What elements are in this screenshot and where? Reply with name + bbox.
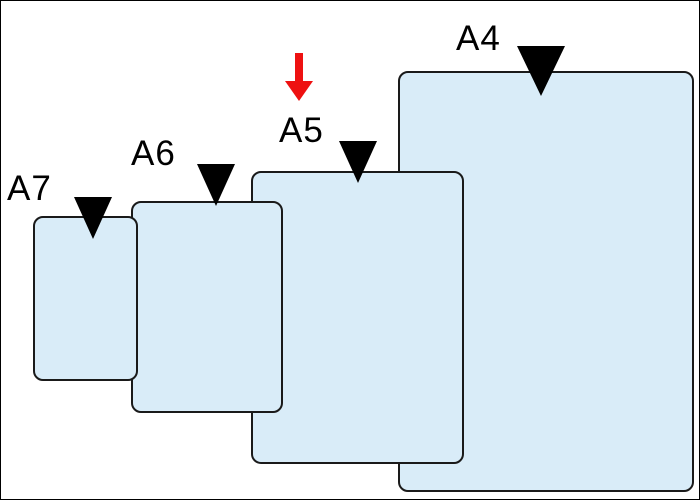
- marker-triangle-a6-icon: [197, 164, 235, 206]
- paper-sheet-a7: [33, 216, 138, 381]
- arrow-shaft: [295, 53, 303, 83]
- paper-sheet-a6: [131, 201, 283, 413]
- marker-triangle-a7-icon: [74, 197, 112, 239]
- paper-sheet-a5: [251, 171, 464, 464]
- arrow-head: [285, 81, 313, 101]
- marker-triangle-a4-icon: [517, 46, 565, 96]
- red-down-arrow-icon: [285, 53, 313, 101]
- label-a5: A5: [279, 111, 324, 150]
- label-a6: A6: [131, 134, 176, 173]
- marker-triangle-a5-icon: [339, 141, 377, 183]
- label-a7: A7: [7, 169, 52, 208]
- label-a4: A4: [456, 19, 501, 58]
